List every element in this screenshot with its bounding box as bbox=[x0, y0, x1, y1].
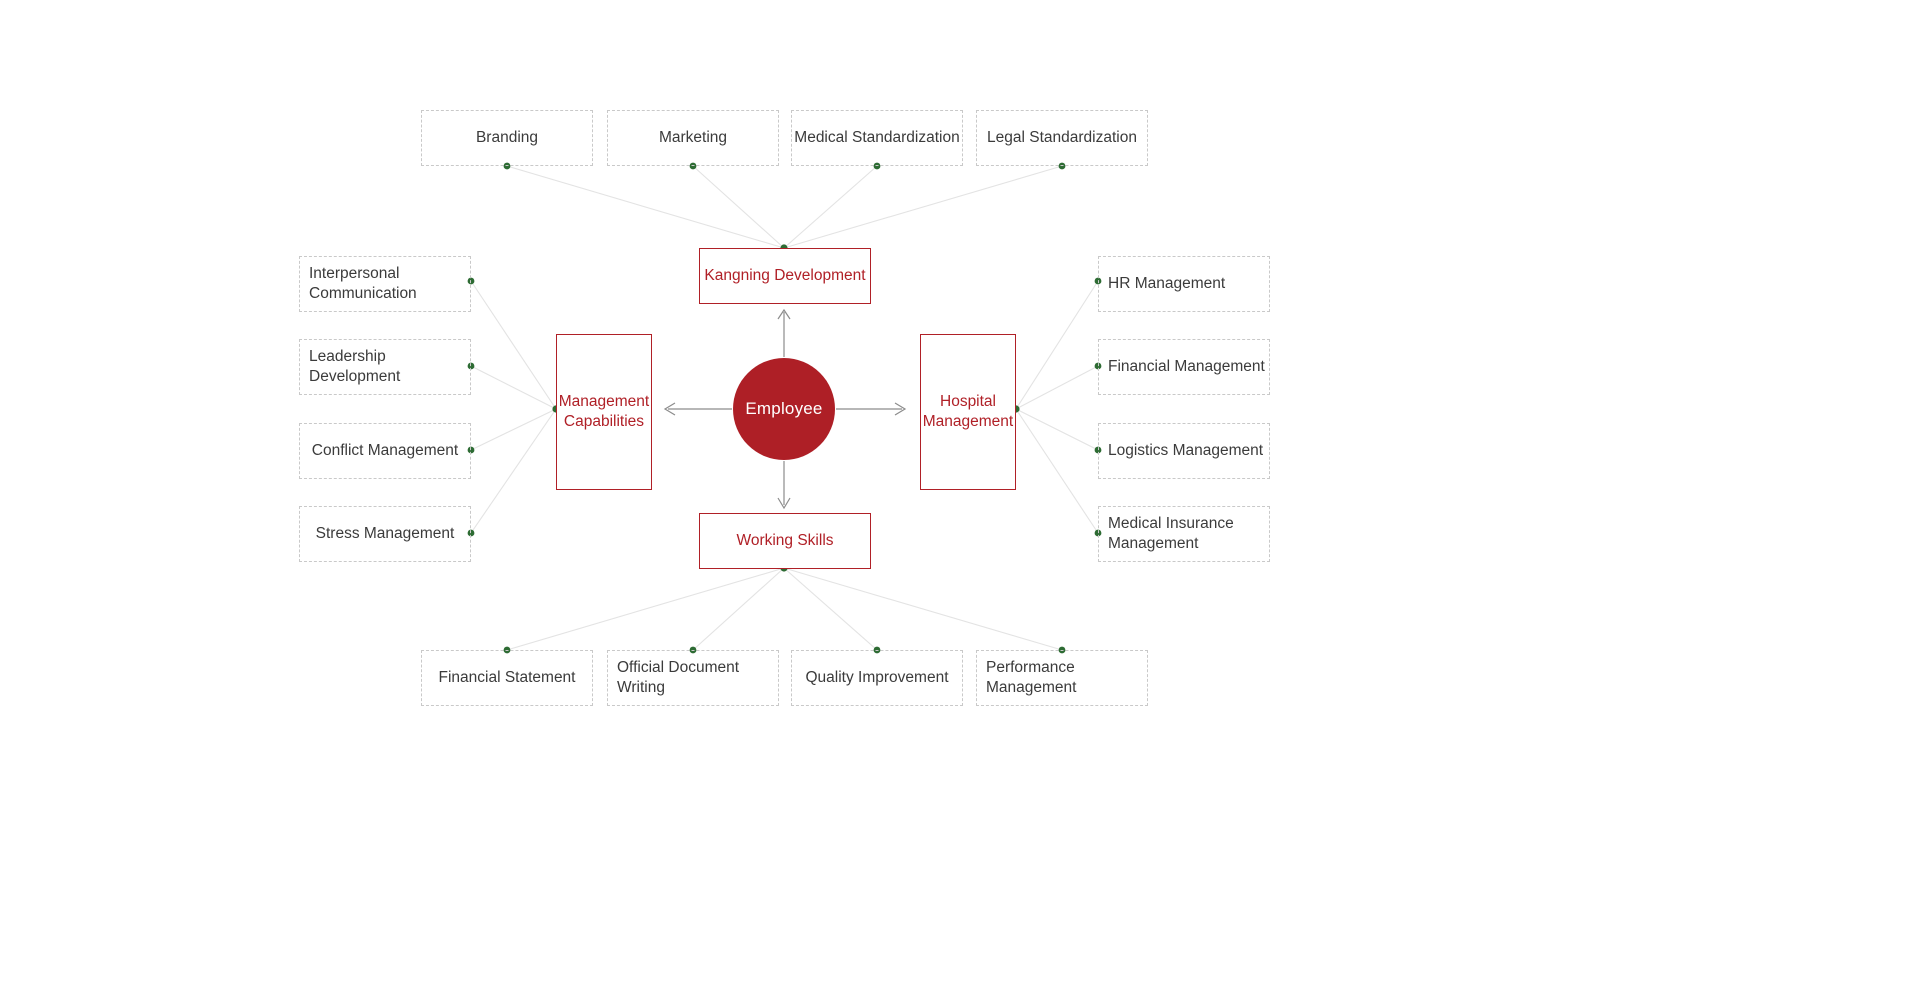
leaf-conflict-management[interactable]: Conflict Management bbox=[299, 423, 471, 479]
edge-kangning-marketing bbox=[692, 165, 785, 249]
leaf-label: Financial Statement bbox=[438, 669, 576, 687]
leaf-label: Branding bbox=[475, 129, 539, 147]
edge-mgmt-leadership bbox=[470, 365, 557, 410]
leaf-interpersonal-communication[interactable]: Interpersonal Communication bbox=[299, 256, 471, 312]
leaf-label: Quality Improvement bbox=[805, 669, 949, 687]
leaf-label: Performance Management bbox=[986, 659, 1077, 696]
leaf-label: Interpersonal Communication bbox=[309, 265, 417, 302]
leaf-label: HR Management bbox=[1108, 275, 1226, 293]
edge-mgmt-interpersonal bbox=[470, 280, 557, 410]
edge-mgmt-stress bbox=[470, 408, 557, 534]
leaf-legal-standardization[interactable]: Legal Standardization bbox=[976, 110, 1148, 166]
leaf-hr-management[interactable]: HR Management bbox=[1098, 256, 1270, 312]
leaf-logistics-management[interactable]: Logistics Management bbox=[1098, 423, 1270, 479]
dot-medical-standardization bbox=[873, 162, 881, 170]
edge-skills-financial-statement bbox=[506, 567, 785, 651]
dot-quality-improvement bbox=[873, 646, 881, 654]
arrow-head-left bbox=[663, 402, 676, 416]
leaf-label: Medical Insurance Management bbox=[1108, 515, 1234, 552]
leaf-label: Legal Standardization bbox=[987, 129, 1137, 147]
leaf-marketing[interactable]: Marketing bbox=[607, 110, 779, 166]
edge-hospital-insurance bbox=[1015, 408, 1099, 534]
dot-branding bbox=[503, 162, 511, 170]
edge-hospital-logistics bbox=[1015, 408, 1099, 451]
dot-official-document bbox=[689, 646, 697, 654]
branch-label: Working Skills bbox=[736, 532, 834, 550]
leaf-stress-management[interactable]: Stress Management bbox=[299, 506, 471, 562]
edge-skills-performance bbox=[783, 567, 1063, 651]
dot-interpersonal bbox=[467, 277, 475, 285]
leaf-branding[interactable]: Branding bbox=[421, 110, 593, 166]
leaf-label: Medical Standardization bbox=[794, 129, 960, 147]
dot-legal-standardization bbox=[1058, 162, 1066, 170]
leaf-label: Logistics Management bbox=[1108, 442, 1264, 460]
hub-employee[interactable]: Employee bbox=[733, 358, 835, 460]
leaf-medical-insurance-management[interactable]: Medical Insurance Management bbox=[1098, 506, 1270, 562]
arrow-head-down bbox=[777, 497, 791, 510]
dot-leadership bbox=[467, 362, 475, 370]
leaf-label: Official Document Writing bbox=[617, 659, 740, 696]
edge-kangning-branding bbox=[506, 165, 785, 249]
leaf-official-document-writing[interactable]: Official Document Writing bbox=[607, 650, 779, 706]
leaf-label: Stress Management bbox=[315, 525, 455, 543]
leaf-label: Conflict Management bbox=[311, 442, 459, 460]
dot-marketing bbox=[689, 162, 697, 170]
leaf-financial-management[interactable]: Financial Management bbox=[1098, 339, 1270, 395]
branch-label: Management Capabilities bbox=[558, 393, 650, 430]
branch-management-capabilities[interactable]: Management Capabilities bbox=[556, 334, 652, 490]
dot-stress bbox=[467, 529, 475, 537]
edge-skills-official-document bbox=[692, 567, 785, 651]
edge-hospital-financial bbox=[1015, 365, 1099, 410]
arrow-head-right bbox=[894, 402, 907, 416]
branch-hospital-management[interactable]: Hospital Management bbox=[920, 334, 1016, 490]
dot-financial-statement bbox=[503, 646, 511, 654]
leaf-performance-management[interactable]: Performance Management bbox=[976, 650, 1148, 706]
edge-kangning-legal-standardization bbox=[783, 165, 1063, 249]
leaf-financial-statement[interactable]: Financial Statement bbox=[421, 650, 593, 706]
branch-label: Hospital Management bbox=[922, 393, 1014, 430]
edge-kangning-medical-standardization bbox=[783, 165, 878, 249]
hub-label: Employee bbox=[745, 399, 823, 418]
branch-working-skills[interactable]: Working Skills bbox=[699, 513, 871, 569]
dot-conflict bbox=[467, 446, 475, 454]
branch-label: Kangning Development bbox=[704, 267, 866, 285]
arrow-head-up bbox=[777, 308, 791, 320]
edge-mgmt-conflict bbox=[470, 408, 557, 451]
edge-hospital-hr bbox=[1015, 280, 1099, 410]
leaf-leadership-development[interactable]: Leadership Development bbox=[299, 339, 471, 395]
leaf-medical-standardization[interactable]: Medical Standardization bbox=[791, 110, 963, 166]
leaf-label: Financial Management bbox=[1108, 358, 1265, 376]
leaf-label: Marketing bbox=[658, 129, 728, 147]
dot-performance bbox=[1058, 646, 1066, 654]
leaf-quality-improvement[interactable]: Quality Improvement bbox=[791, 650, 963, 706]
leaf-label: Leadership Development bbox=[309, 348, 401, 385]
branch-kangning-development[interactable]: Kangning Development bbox=[699, 248, 871, 304]
edge-skills-quality-improvement bbox=[783, 567, 878, 651]
